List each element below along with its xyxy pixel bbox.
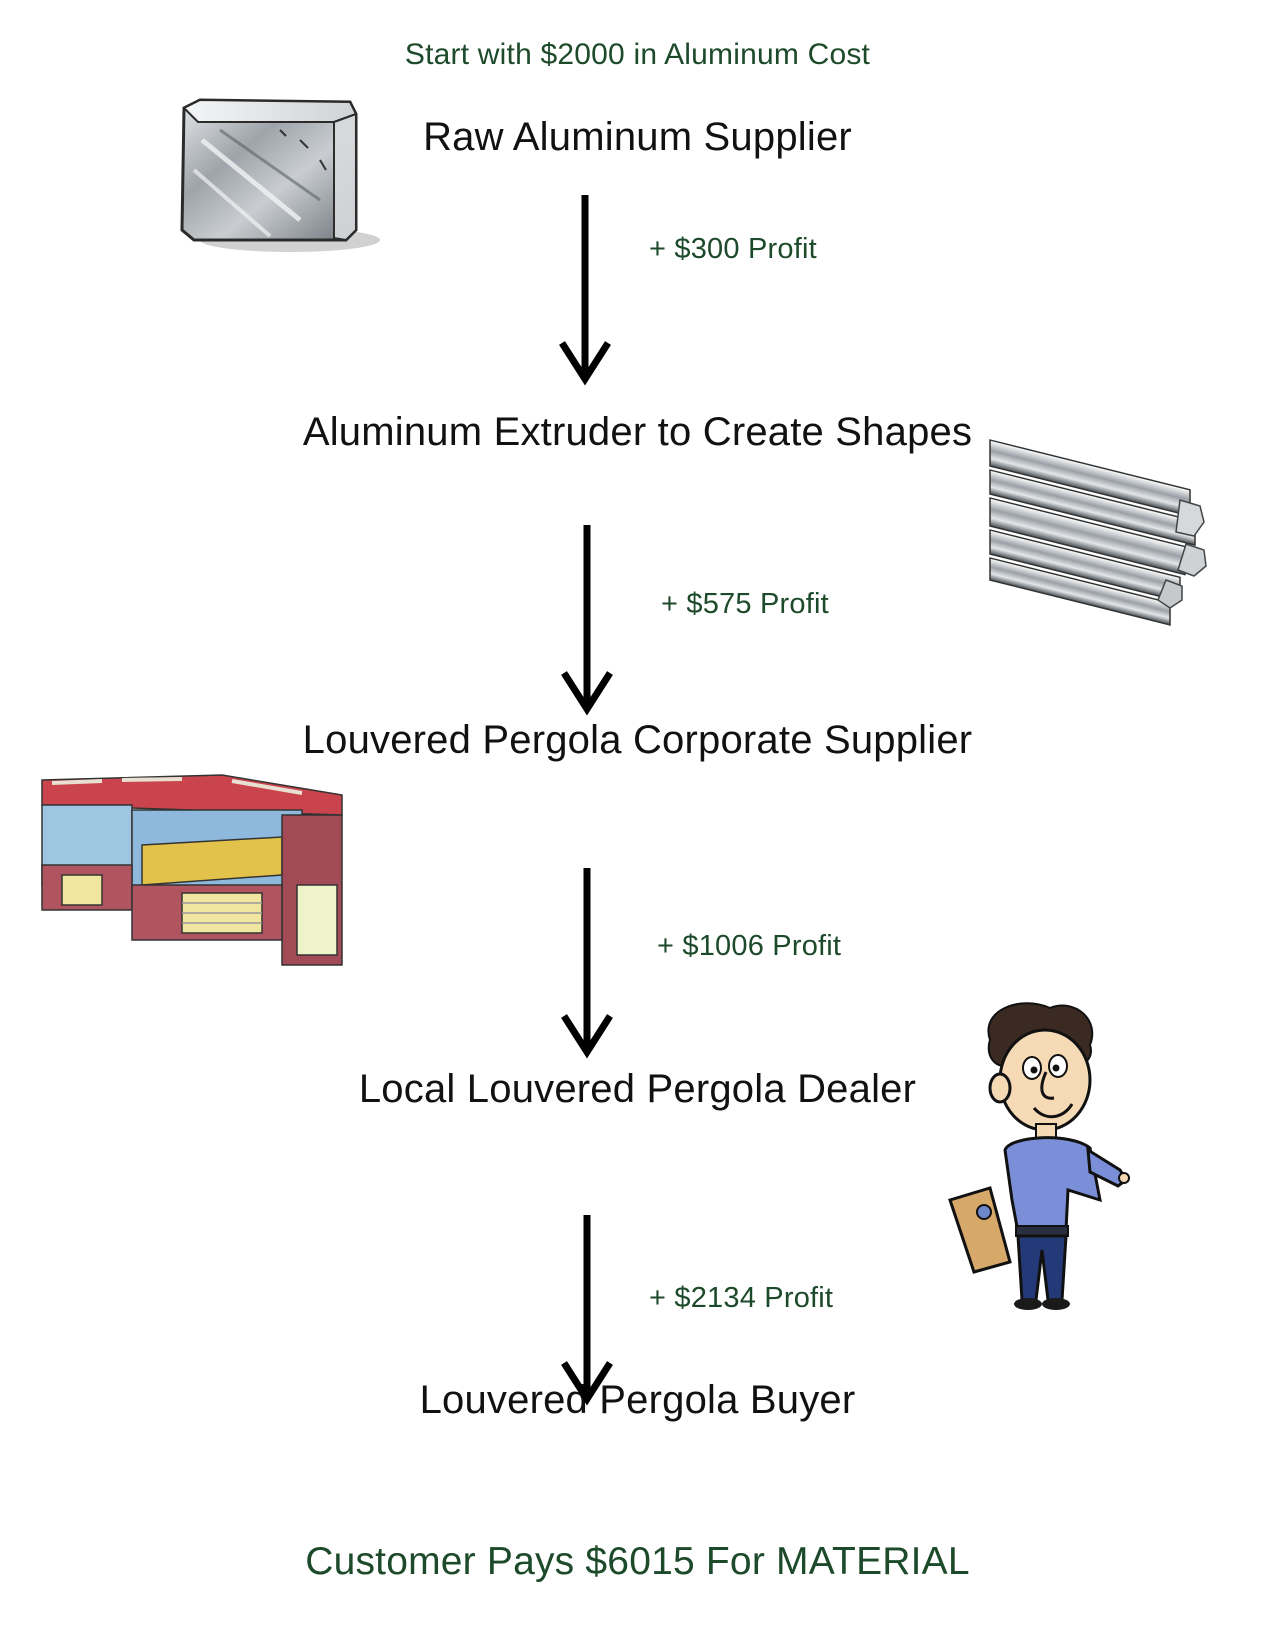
stage-aluminum-extruder: Aluminum Extruder to Create Shapes: [302, 410, 973, 454]
profit-label-4: + $2134 Profit: [649, 1282, 834, 1314]
profit-label-2: + $575 Profit: [661, 588, 829, 620]
aluminum-extrusions-icon: [989, 439, 1207, 626]
aluminum-block-icon: [180, 98, 380, 252]
profit-label-1: + $300 Profit: [649, 233, 817, 265]
dealer-person-icon: [948, 1002, 1130, 1310]
factory-building-icon: [41, 774, 343, 966]
flow-arrow-3: [561, 868, 613, 1059]
flow-arrow-2: [561, 525, 613, 716]
flow-arrow-4: [561, 1215, 613, 1406]
stage-pergola-buyer: Louvered Pergola Buyer: [419, 1378, 856, 1422]
profit-label-3: + $1006 Profit: [657, 930, 842, 962]
flow-arrow-1: [559, 195, 611, 386]
intro-text: Start with $2000 in Aluminum Cost: [404, 38, 871, 71]
stage-raw-aluminum-supplier: Raw Aluminum Supplier: [423, 115, 852, 159]
final-total-text: Customer Pays $6015 For MATERIAL: [305, 1540, 970, 1583]
stage-local-dealer: Local Louvered Pergola Dealer: [358, 1067, 917, 1111]
stage-corporate-supplier: Louvered Pergola Corporate Supplier: [302, 718, 973, 762]
